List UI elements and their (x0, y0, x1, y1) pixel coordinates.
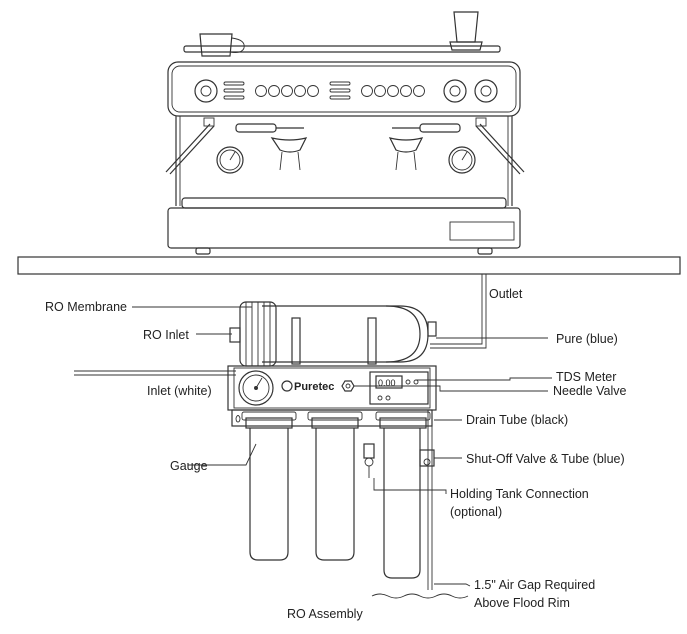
tds-meter: 0.00 (369, 371, 429, 405)
coffee-cup-icon (199, 33, 233, 57)
brand-logo: Puretec (281, 380, 334, 393)
cup-stack-icon (453, 11, 479, 43)
label-ro-assembly: RO Assembly (287, 607, 363, 621)
tds-display: 0.00 (378, 378, 396, 388)
drain-and-shutoff-tubes (419, 410, 435, 590)
flood-rim-line (371, 593, 469, 599)
filter-canister-3 (375, 411, 431, 579)
leader-gauge (188, 443, 257, 466)
leader-tds (416, 377, 552, 381)
label-gauge: Gauge (170, 459, 208, 473)
leader-holding (373, 478, 447, 494)
label-tds-meter: TDS Meter (556, 370, 616, 384)
filter-canister-2 (307, 411, 363, 561)
label-holding-tank-optional: (optional) (450, 505, 502, 519)
label-ro-inlet: RO Inlet (143, 328, 189, 342)
needle-valve-icon (341, 380, 355, 392)
holding-tank-valve (363, 443, 375, 478)
counter-top (17, 256, 681, 275)
brand-name: Puretec (294, 381, 334, 393)
label-inlet-white: Inlet (white) (147, 384, 212, 398)
label-ro-membrane: RO Membrane (45, 300, 127, 314)
outlet-pipe (430, 274, 487, 349)
pressure-gauge (238, 370, 274, 406)
leader-airgap (434, 583, 471, 587)
inlet-line (74, 370, 236, 376)
ro-membrane-housing (229, 301, 437, 367)
leader-needle (354, 385, 548, 392)
label-pure-blue: Pure (blue) (556, 332, 618, 346)
machine-top-panel (167, 61, 521, 117)
label-shutoff-valve: Shut-Off Valve & Tube (blue) (466, 452, 625, 466)
machine-base (167, 207, 521, 249)
label-air-gap: 1.5" Air Gap Required (474, 578, 595, 592)
label-outlet: Outlet (489, 287, 523, 301)
espresso-machine (165, 11, 525, 255)
label-drain-tube: Drain Tube (black) (466, 413, 568, 427)
label-flood-rim: Above Flood Rim (474, 596, 570, 610)
filter-canister-1 (241, 411, 297, 561)
label-holding-tank: Holding Tank Connection (450, 487, 589, 501)
drop-icon (235, 415, 241, 423)
label-needle-valve: Needle Valve (553, 384, 626, 398)
